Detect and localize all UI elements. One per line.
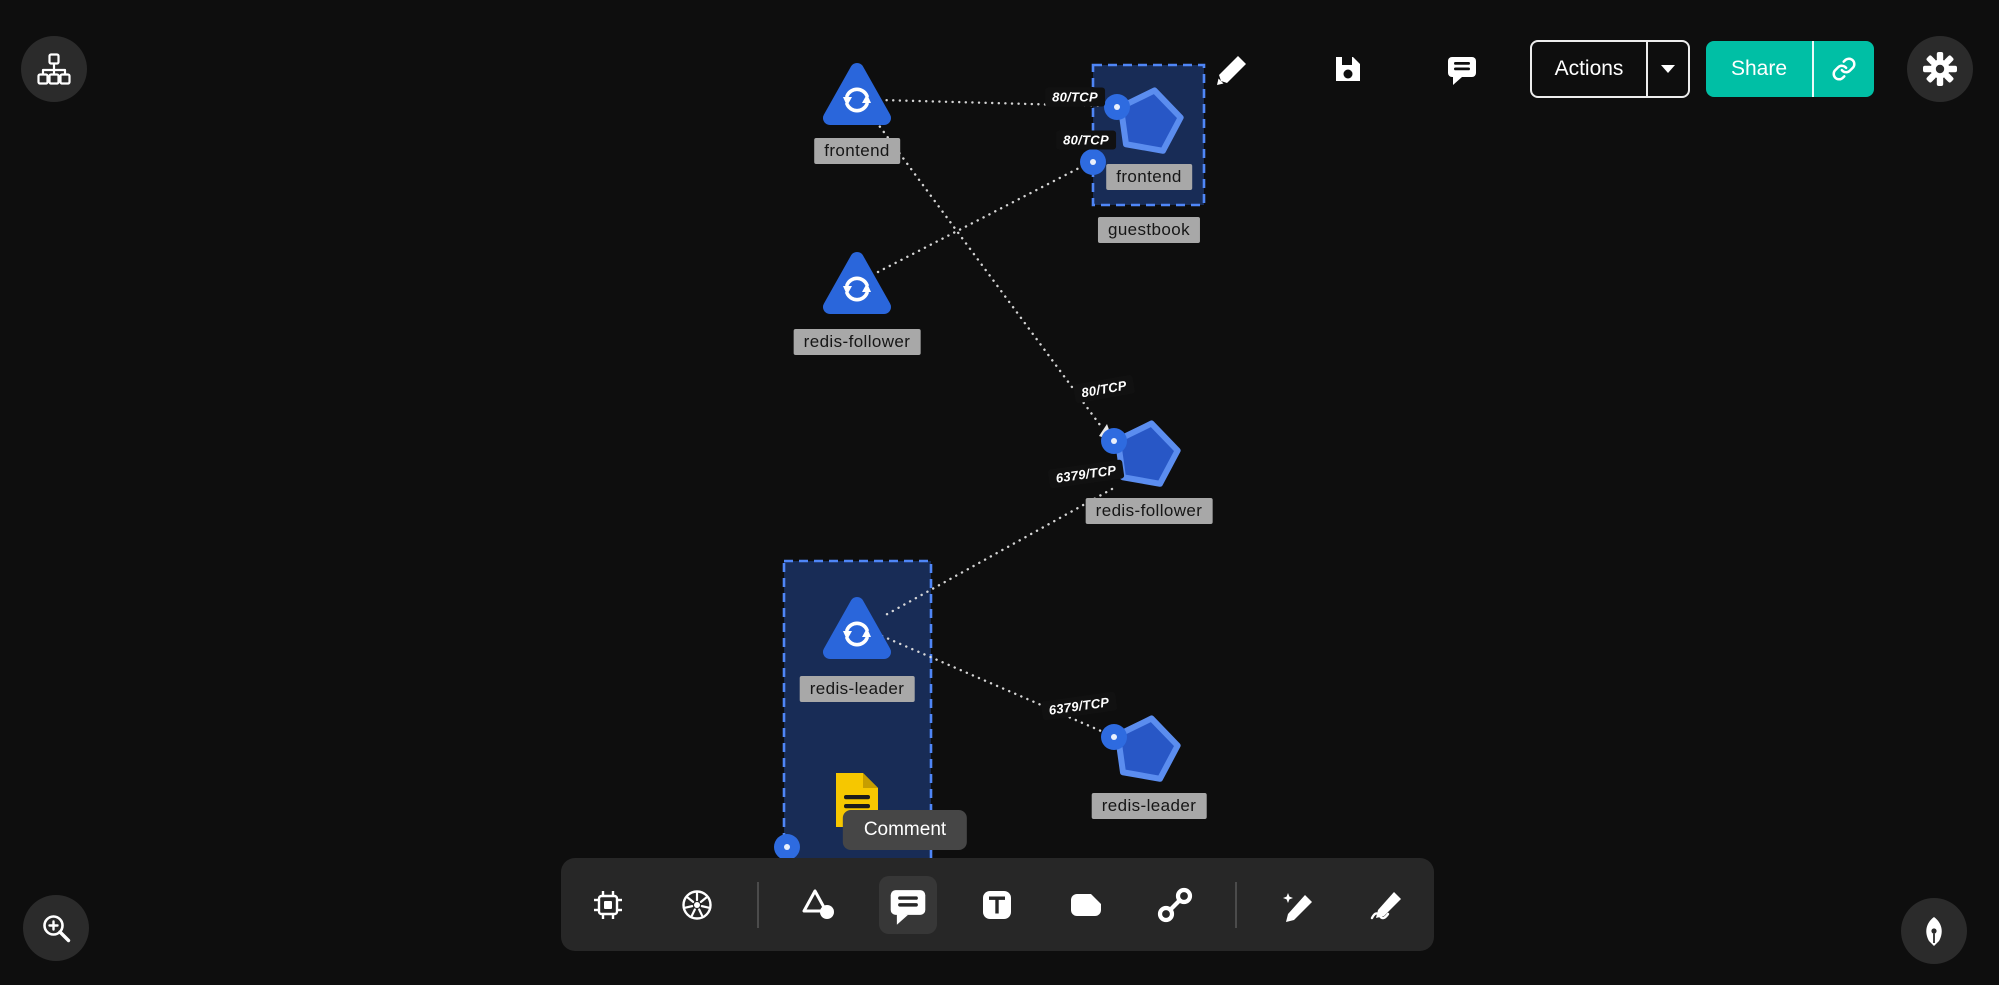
tool-pen-scribble-button[interactable] [1357,876,1415,934]
pencil-icon [1217,56,1246,85]
save-button[interactable] [1320,41,1376,97]
connection-icon [1157,887,1193,922]
pen-nib-icon [1926,917,1942,946]
actions-button-label: Actions [1554,57,1624,80]
share-button-label: Share [1730,57,1788,80]
group-label: guestbook [1097,217,1201,243]
tool-comment-button[interactable] [879,875,937,934]
button-divider [1646,42,1648,96]
cpu-icon [594,890,622,919]
toolbar-divider [1235,881,1237,928]
kubernetes-icon [682,889,712,920]
node-redis-leader-deployment[interactable] [823,597,891,659]
tool-connection-button[interactable] [1146,876,1204,934]
edge-label: 80/TCP [1045,87,1105,107]
node-label: redis-follower [793,329,921,355]
tool-pen-sparkle-button[interactable] [1268,876,1326,934]
gear-icon [1923,52,1957,86]
node-redis-follower-deployment[interactable] [823,252,891,314]
comment-icon [1448,57,1476,85]
edge-line[interactable] [878,98,1106,108]
edge-line[interactable] [880,487,1114,619]
node-label: redis-leader [1091,793,1207,819]
deployment-cycle-icon [843,87,871,113]
service-ports [774,94,1130,860]
zoom-in-icon [43,915,71,943]
deployment-cycle-icon [843,276,871,302]
pen-sparkle-icon [1283,892,1312,922]
zoom-in-button[interactable] [23,895,89,961]
pen-scribble-icon [1370,891,1401,919]
settings-button[interactable] [1907,36,1973,102]
tool-text-button[interactable] [968,876,1026,934]
card-icon [1071,893,1101,916]
tool-kubernetes-button[interactable] [668,876,726,934]
bottom-toolbar [561,858,1434,951]
tool-cpu-button[interactable] [579,876,637,934]
copy-link-button[interactable] [1814,56,1874,82]
pen-mode-button[interactable] [1901,898,1967,964]
comment-icon [890,889,926,925]
actions-dropdown-toggle[interactable] [1648,64,1688,74]
node-label: redis-follower [1085,498,1213,524]
edit-button[interactable] [1205,41,1261,97]
deployment-cycle-icon [843,621,871,647]
node-label: redis-leader [799,676,915,702]
node-label: frontend [814,138,900,164]
save-icon [1336,57,1360,81]
comments-button[interactable] [1434,41,1490,97]
edge-line[interactable] [876,165,1083,274]
actions-button[interactable]: Actions [1530,40,1690,98]
shapes-icon [802,889,834,919]
link-icon [1832,57,1856,81]
hierarchy-icon [37,53,71,85]
node-frontend-deployment[interactable] [823,63,891,125]
tool-card-button[interactable] [1057,876,1115,934]
toolbar-divider [757,881,759,928]
chevron-down-icon [1661,65,1675,73]
layers-tree-button[interactable] [21,36,87,102]
tool-shapes-button[interactable] [790,876,848,934]
button-divider [1812,41,1814,97]
comment-tooltip: Comment [842,810,968,850]
node-label: frontend [1106,164,1192,190]
share-button[interactable]: Share [1706,41,1874,97]
text-icon [983,890,1011,919]
edge-line[interactable] [870,114,1102,427]
edge-label: 80/TCP [1056,130,1116,150]
